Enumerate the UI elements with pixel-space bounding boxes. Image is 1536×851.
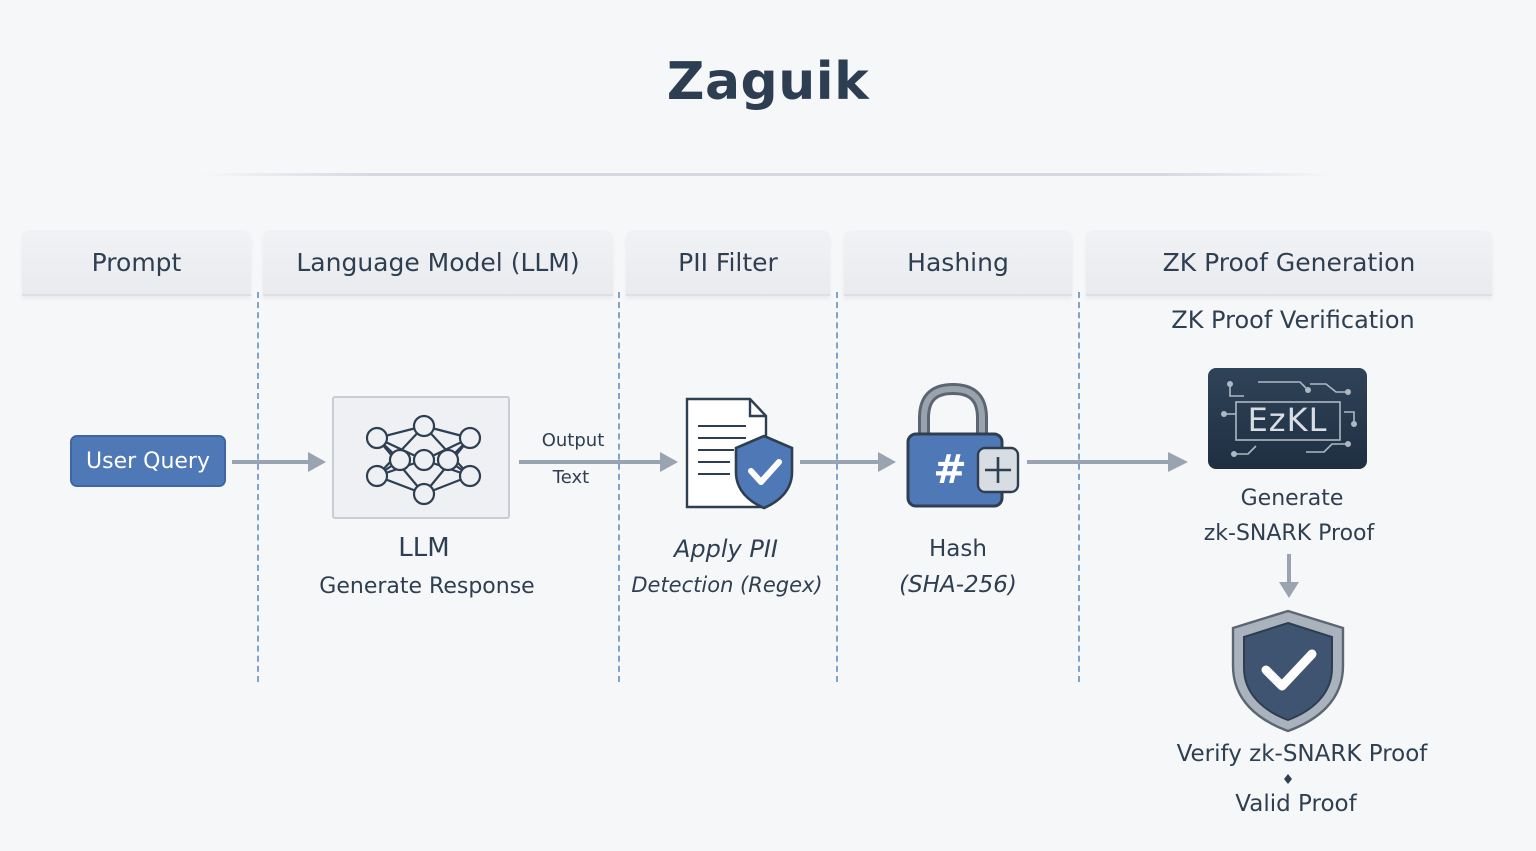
document-shield-icon <box>685 397 794 510</box>
verify-label: Verify zk-SNARK Proof <box>1176 741 1428 767</box>
generate-caption-line2: zk-SNARK Proof <box>1203 521 1375 546</box>
lane-divider <box>1078 292 1080 682</box>
column-header-hashing: Hashing <box>844 230 1072 296</box>
ezkl-logo-text: EzKL <box>1247 401 1328 439</box>
hash-caption-line1: Hash <box>929 536 987 562</box>
edge-label-text: Text <box>552 467 590 488</box>
arrowhead <box>308 452 326 472</box>
page-title: Zaguik <box>666 52 870 112</box>
lane-divider <box>836 292 838 682</box>
valid-proof-label: Valid Proof <box>1235 791 1357 817</box>
title-divider <box>200 173 1336 176</box>
llm-title: LLM <box>398 533 450 563</box>
padlock-hash-icon <box>906 382 1020 508</box>
arrowhead <box>878 452 896 472</box>
column-header-prompt: Prompt <box>22 230 251 296</box>
user-query-node: User Query <box>70 435 226 487</box>
column-header-zk-generation: ZK Proof Generation <box>1086 230 1492 296</box>
pii-caption-line2: Detection (Regex) <box>631 573 823 597</box>
arrowhead <box>660 452 678 472</box>
hash-glyph: # <box>933 447 967 493</box>
generate-caption-line1: Generate <box>1240 486 1344 511</box>
llm-node <box>332 396 510 519</box>
ezkl-logo: EzKL <box>1208 368 1367 469</box>
lane-divider <box>618 292 620 682</box>
diamond-connector <box>1284 774 1292 784</box>
pii-caption-line1: Apply PII <box>673 535 778 563</box>
llm-caption: Generate Response <box>319 574 535 599</box>
neural-network-icon <box>365 414 482 506</box>
edge-label-output: Output <box>541 430 605 451</box>
column-header-pii-filter: PII Filter <box>626 230 830 296</box>
circuit-icon <box>1221 381 1357 457</box>
lane-divider <box>257 292 259 682</box>
column-subheader-zk-verification: ZK Proof Verification <box>1171 306 1415 334</box>
shield-check-icon <box>1231 609 1345 733</box>
hash-caption-line2: (SHA-256) <box>899 572 1017 598</box>
column-header-llm: Language Model (LLM) <box>263 230 613 296</box>
arrowhead <box>1279 582 1299 598</box>
arrowhead <box>1168 452 1188 472</box>
